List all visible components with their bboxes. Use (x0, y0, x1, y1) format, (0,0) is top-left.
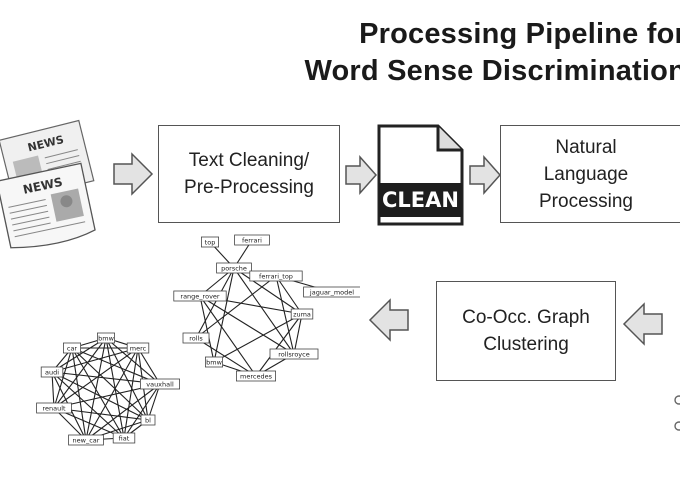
graph-node-label: renault (42, 405, 66, 413)
graph-edge (71, 347, 161, 385)
arrow-left-icon (622, 302, 663, 346)
graph-node: fiat (112, 432, 136, 444)
step-nlp: Natural Language Processing (500, 125, 680, 223)
graph-node: rollsroyce (269, 348, 319, 360)
graph-edge (195, 337, 257, 377)
graph-node: audi (40, 366, 64, 378)
graph-node: bmw (97, 332, 116, 344)
graph-edge (199, 295, 295, 355)
edge-marks (674, 395, 680, 431)
clean-document-icon: CLEAN (377, 124, 464, 226)
graph-node: porsche (216, 262, 252, 274)
graph-edge (233, 267, 295, 355)
graph-edge (71, 347, 149, 421)
diagram-title: Processing Pipeline for Word Sense Discr… (304, 18, 680, 88)
graph-node: top (200, 236, 220, 248)
clean-badge-label: CLEAN (382, 188, 459, 212)
graph-edge (147, 383, 161, 421)
graph-edge (123, 347, 139, 439)
step-text-cleaning-label: Text Cleaning/ Pre-Processing (184, 150, 314, 198)
step-nlp-label: Natural Language Processing (539, 136, 633, 212)
graph-node-label: vauxhall (146, 381, 174, 389)
graph-node-label: fiat (119, 435, 130, 443)
graph-edge (85, 383, 161, 441)
graph-node: vauxhall (140, 378, 181, 390)
title-line-2: Word Sense Discrimination (304, 55, 680, 87)
graph-edge (195, 267, 235, 339)
graph-edge (53, 337, 107, 409)
graph-node-label: range_rover (180, 293, 220, 301)
graph-node-label: top (205, 239, 216, 247)
graph-node: zuma (290, 308, 314, 320)
graph-node: renault (36, 402, 72, 414)
title-line-1: Processing Pipeline for (359, 18, 680, 50)
graph-node: ferrari (234, 234, 270, 246)
graph-edge (293, 313, 303, 355)
graph-node-label: car (67, 345, 78, 353)
graph-edge (71, 347, 125, 439)
graph-node-label: bmw (98, 335, 114, 343)
arrow-right-icon (469, 155, 502, 195)
graph-edge (123, 383, 161, 439)
graph-node: new_car (68, 434, 104, 446)
graph-edge (51, 347, 139, 373)
graph-node-label: porsche (221, 265, 247, 273)
graph-node: rolls (182, 332, 210, 344)
graph-node-label: new_car (73, 437, 100, 445)
graph-edge (137, 347, 161, 385)
arrow-right-icon (113, 152, 154, 196)
graph-edge (213, 313, 303, 363)
newspaper-icon: NEWS NEWS (0, 119, 96, 249)
graph-node-label: ferrari_top (259, 273, 293, 281)
graph-node: merc (126, 342, 150, 354)
graph-node-label: bmw (206, 359, 222, 367)
graph-edge (51, 337, 107, 373)
graph-edge (105, 337, 149, 421)
graph-node: jaguar_model (303, 286, 360, 298)
graph-edge (255, 313, 303, 377)
graph-node: ferrari_top (249, 270, 303, 282)
cooccurrence-graph-lower: car bmw merc audi vauxhall renault bl new_car fi… (36, 332, 181, 446)
graph-edge (233, 267, 303, 315)
graph-edge (275, 275, 295, 355)
graph-edge (51, 371, 125, 439)
arrow-right-icon (345, 155, 378, 195)
graph-node-label: mercedes (240, 373, 273, 381)
arrow-left-icon (368, 298, 409, 342)
graph-edge (195, 275, 277, 339)
step-clustering-label: Co-Occ. Graph Clustering (462, 307, 590, 355)
graph-node-label: rollsroyce (278, 351, 309, 359)
graph-node-label: merc (130, 345, 147, 353)
graph-node: bmw (205, 356, 224, 368)
graph-edge (213, 267, 235, 363)
graph-node-label: audi (45, 369, 59, 377)
graph-node: mercedes (236, 370, 277, 382)
graph-edge (199, 295, 257, 377)
graph-edge (105, 337, 161, 385)
graph-node-label: jaguar_model (309, 289, 354, 297)
graph-node-label: bl (145, 417, 151, 425)
cooccurrence-graph-upper: top ferrari porsche ferrari_top range_rover j… (173, 234, 360, 382)
graph-node-label: ferrari (242, 237, 262, 245)
graph-edge (275, 275, 303, 315)
graph-edge (51, 371, 55, 409)
step-text-cleaning: Text Cleaning/ Pre-Processing (158, 125, 340, 223)
graph-edge (71, 347, 87, 441)
graph-node: car (63, 342, 82, 354)
graph-node-label: zuma (293, 311, 311, 319)
graph-node-label: rolls (189, 335, 203, 343)
graph-edge (85, 337, 107, 441)
graph-edge (51, 371, 149, 421)
graph-edge (53, 347, 139, 409)
graph-node: bl (140, 414, 156, 426)
graph-node: range_rover (173, 290, 227, 302)
step-clustering: Co-Occ. Graph Clustering (436, 281, 616, 381)
graph-edge (85, 347, 139, 441)
